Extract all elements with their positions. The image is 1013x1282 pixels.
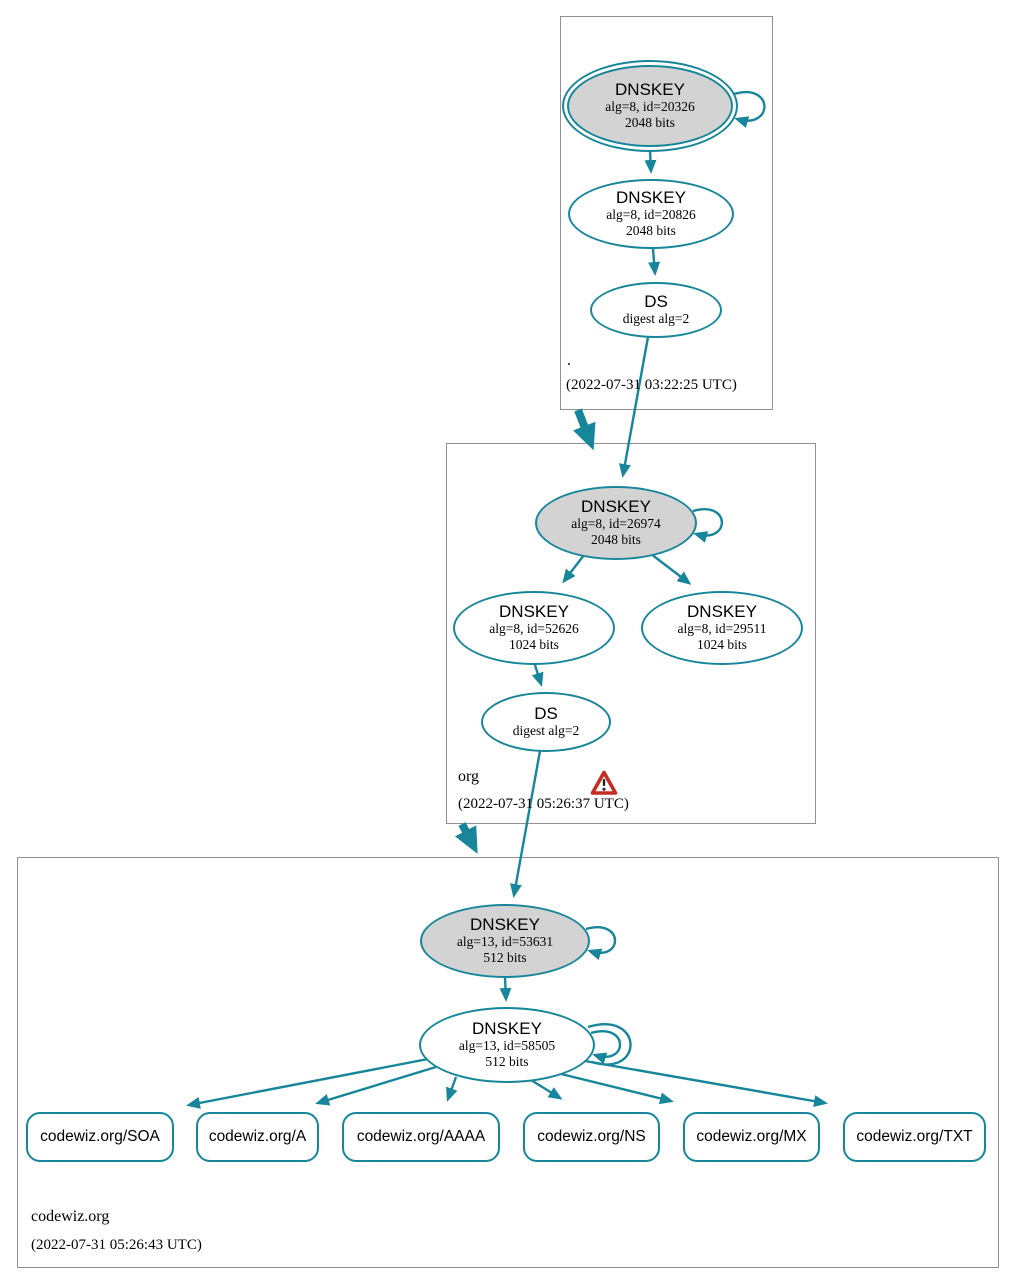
node-title: DNSKEY (687, 601, 757, 621)
rrset-node-soa[interactable]: codewiz.org/SOA (26, 1112, 174, 1162)
node-detail: alg=8, id=26974 (571, 515, 661, 531)
ds-node-org[interactable]: DS digest alg=2 (481, 692, 611, 752)
zone-box-root (560, 16, 773, 410)
ds-node-root[interactable]: DS digest alg=2 (590, 282, 722, 338)
zone-name-org: org (458, 768, 480, 785)
zone-name-codewiz: codewiz.org (31, 1208, 110, 1225)
node-title: DNSKEY (615, 79, 685, 99)
rrset-node-a[interactable]: codewiz.org/A (196, 1112, 319, 1162)
dnskey-node-root-ksk-20326[interactable]: DNSKEY alg=8, id=20326 2048 bits (562, 60, 738, 152)
rrset-node-ns[interactable]: codewiz.org/NS (523, 1112, 660, 1162)
node-detail: alg=13, id=58505 (458, 1037, 556, 1053)
dnskey-node-root-zsk-20826[interactable]: DNSKEY alg=8, id=20826 2048 bits (568, 179, 734, 249)
node-detail: 2048 bits (591, 531, 641, 547)
rrset-label: codewiz.org/AAAA (356, 1128, 486, 1145)
node-detail: digest alg=2 (622, 310, 690, 326)
node-title: DNSKEY (499, 601, 569, 621)
dnskey-node-org-zsk-29511[interactable]: DNSKEY alg=8, id=29511 1024 bits (641, 591, 803, 665)
rrset-label: codewiz.org/TXT (856, 1128, 973, 1145)
zone-box-codewiz (17, 857, 999, 1268)
node-title: DS (644, 291, 668, 311)
rrset-label: codewiz.org/SOA (40, 1128, 160, 1145)
zone-timestamp-root: (2022-07-31 03:22:25 UTC) (566, 377, 737, 393)
node-detail: alg=8, id=20326 (605, 98, 695, 114)
warning-icon[interactable] (590, 770, 618, 796)
dnskey-node-codewiz-zsk-58505[interactable]: DNSKEY alg=13, id=58505 512 bits (419, 1007, 595, 1083)
node-detail: alg=8, id=52626 (489, 620, 579, 636)
rrset-label: codewiz.org/MX (696, 1128, 807, 1145)
zone-timestamp-codewiz: (2022-07-31 05:26:43 UTC) (31, 1237, 202, 1253)
node-detail: 2048 bits (626, 222, 676, 238)
node-detail: alg=8, id=20826 (606, 206, 696, 222)
node-detail: 512 bits (485, 1053, 529, 1069)
node-detail: 2048 bits (625, 114, 675, 130)
node-detail: 1024 bits (697, 636, 747, 652)
node-title: DNSKEY (470, 914, 540, 934)
node-detail: digest alg=2 (512, 722, 580, 738)
dnskey-node-org-ksk-26974[interactable]: DNSKEY alg=8, id=26974 2048 bits (535, 486, 697, 560)
node-detail: alg=8, id=29511 (677, 620, 767, 636)
dnskey-node-org-zsk-52626[interactable]: DNSKEY alg=8, id=52626 1024 bits (453, 591, 615, 665)
zone-name-root: . (567, 352, 571, 369)
node-title: DNSKEY (581, 496, 651, 516)
node-title: DNSKEY (616, 187, 686, 207)
dnskey-node-codewiz-ksk-53631[interactable]: DNSKEY alg=13, id=53631 512 bits (420, 904, 590, 978)
zone-timestamp-org: (2022-07-31 05:26:37 UTC) (458, 796, 629, 812)
rrset-label: codewiz.org/A (208, 1128, 307, 1145)
node-title: DNSKEY (472, 1018, 542, 1038)
rrset-label: codewiz.org/NS (537, 1128, 646, 1145)
node-detail: 1024 bits (509, 636, 559, 652)
rrset-node-aaaa[interactable]: codewiz.org/AAAA (342, 1112, 500, 1162)
rrset-node-mx[interactable]: codewiz.org/MX (683, 1112, 820, 1162)
node-title: DS (534, 703, 558, 723)
node-detail: 512 bits (483, 949, 527, 965)
rrset-node-txt[interactable]: codewiz.org/TXT (843, 1112, 986, 1162)
node-detail: alg=13, id=53631 (456, 933, 554, 949)
